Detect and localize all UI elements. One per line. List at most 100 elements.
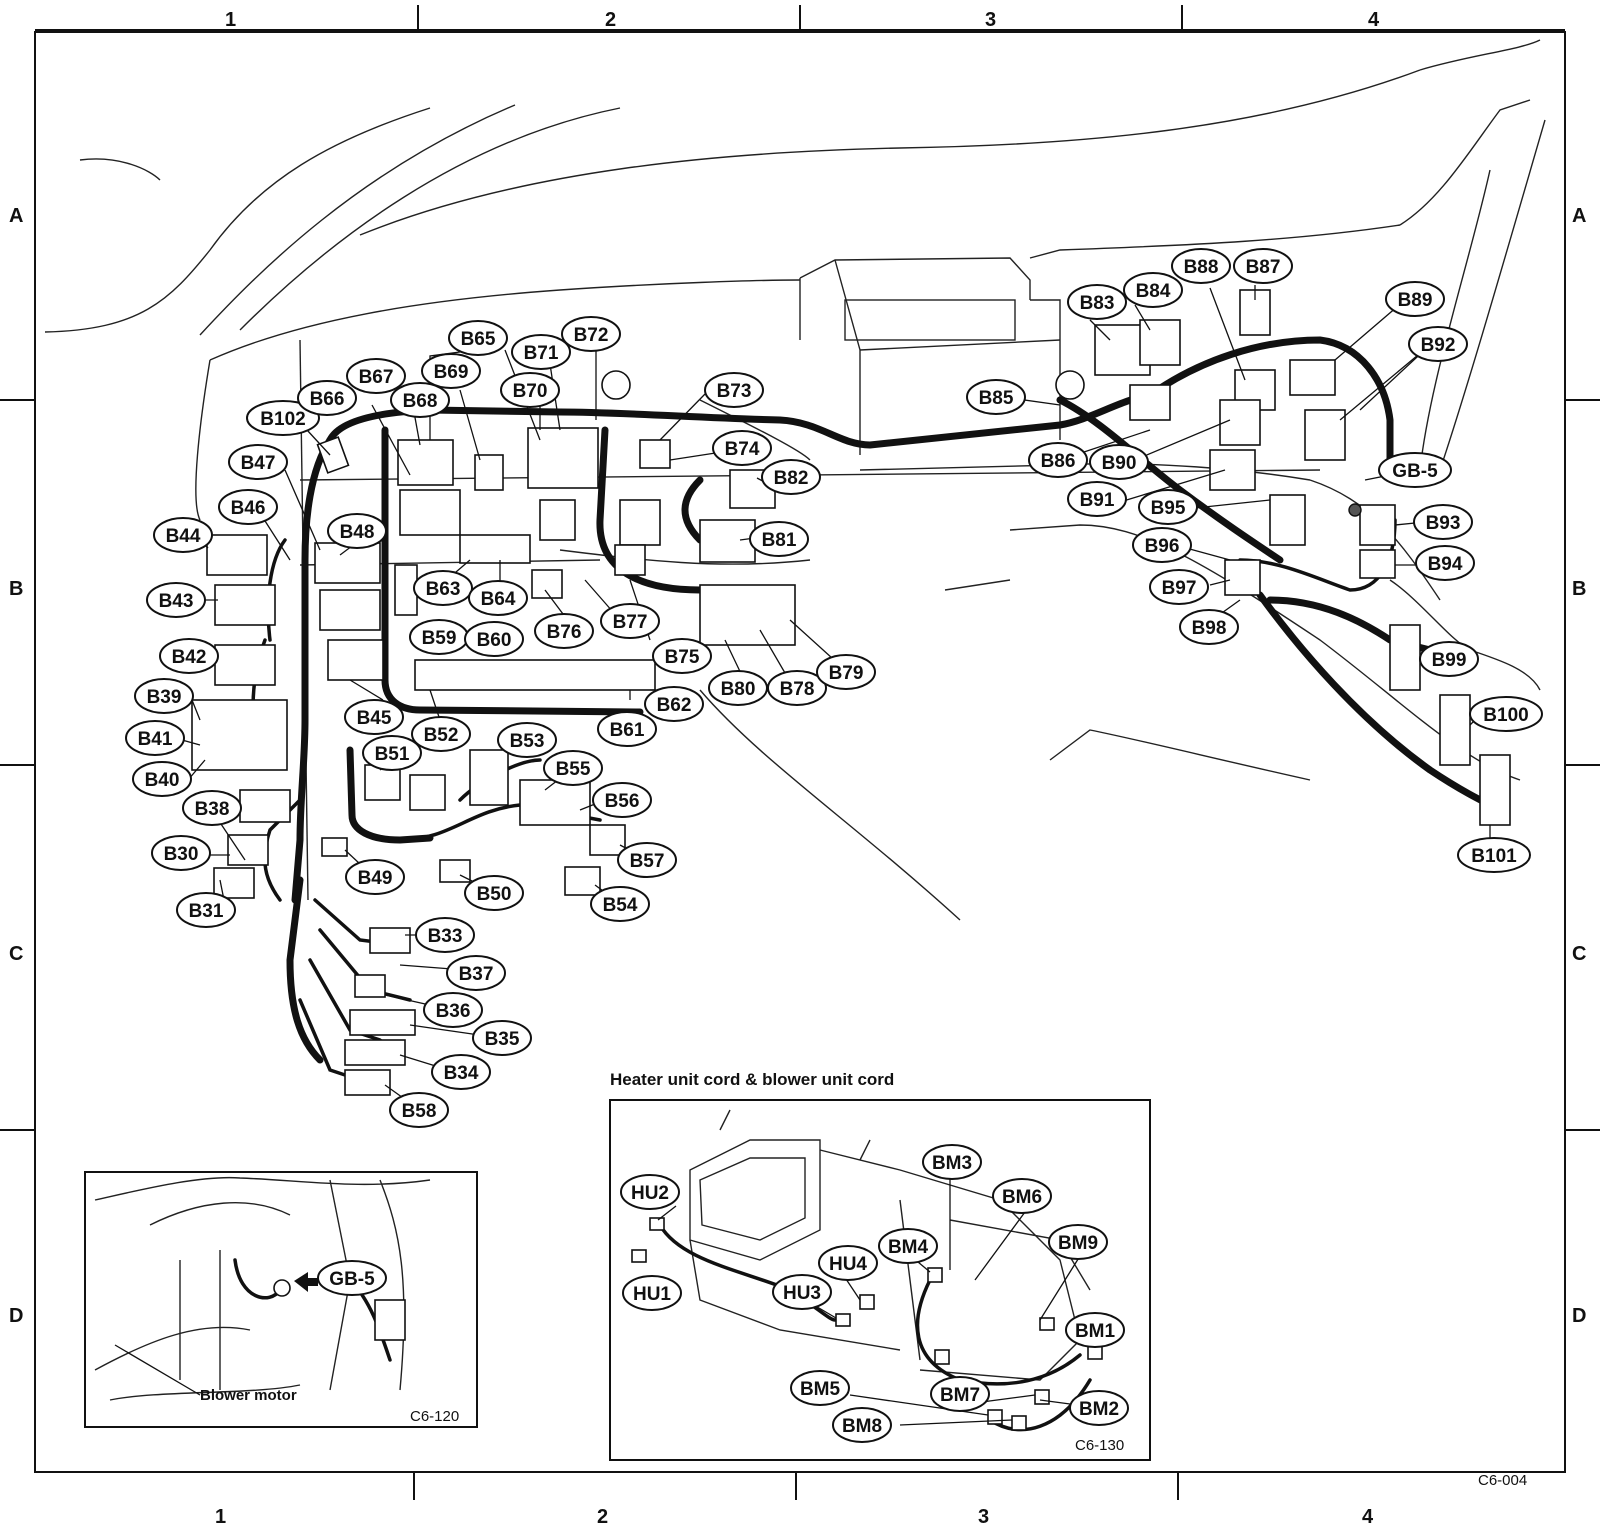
- connector-callout-b34: [431, 1054, 491, 1090]
- heater-connector-label-bm5: BM5: [800, 1379, 841, 1400]
- connector-callout-b62: [644, 686, 704, 722]
- connector-callout-b52: [411, 716, 471, 752]
- connector-callout-b31: [176, 892, 236, 928]
- grid-col-top-4: 4: [1368, 9, 1380, 31]
- connector-label-b68: B68: [403, 391, 438, 412]
- connector-label-b77: B77: [613, 612, 648, 633]
- connector-callout-b35: [472, 1020, 532, 1056]
- connector-label-b76: B76: [547, 622, 582, 643]
- connector-callout-b90: [1089, 444, 1149, 480]
- connector-label-b31: B31: [189, 901, 224, 922]
- connector-label-b30: B30: [164, 844, 199, 865]
- heater-connector-label-bm8: BM8: [842, 1416, 882, 1437]
- connector-label-b33: B33: [428, 926, 463, 947]
- connector-label-b80: B80: [721, 679, 756, 700]
- grid-col-bottom-4: 4: [1362, 1506, 1374, 1528]
- heater-connector-callout-bm8: [832, 1407, 892, 1443]
- connector-label-b34: B34: [444, 1063, 479, 1084]
- connector-callout-b89: [1385, 281, 1445, 317]
- connector-label-b58: B58: [402, 1101, 437, 1122]
- connector-callout-b78: [767, 670, 827, 706]
- connector-callout-b83: [1067, 284, 1127, 320]
- connector-callout-b71: [511, 334, 571, 370]
- figure-code: C6-004: [1478, 1472, 1527, 1489]
- connector-callout-b40: [132, 761, 192, 797]
- connector-callout-b63: [413, 570, 473, 606]
- connector-label-gb-5: GB-5: [1392, 461, 1438, 482]
- connector-label-b84: B84: [1136, 281, 1171, 302]
- connector-callout-b48: [327, 513, 387, 549]
- grid-col-top-3: 3: [985, 9, 996, 31]
- blower-inset-figure-code: C6-120: [410, 1408, 459, 1425]
- connector-callout-b101: [1457, 837, 1531, 873]
- connector-label-b49: B49: [358, 868, 393, 889]
- grid-row-left-B: B: [9, 578, 23, 600]
- connector-label-b92: B92: [1421, 335, 1456, 356]
- grid-col-top-2: 2: [605, 9, 616, 31]
- grid-row-right-C: C: [1572, 943, 1586, 965]
- connector-callout-b61: [597, 711, 657, 747]
- connector-callout-b64: [468, 580, 528, 616]
- connector-callout-b45: [344, 699, 404, 735]
- connector-callout-b50: [464, 875, 524, 911]
- connector-callout-b66: [297, 380, 357, 416]
- connector-label-b95: B95: [1151, 498, 1186, 519]
- connector-callout-b102: [246, 400, 320, 436]
- connector-callout-b67: [346, 358, 406, 394]
- connector-callout-b56: [592, 782, 652, 818]
- grid-row-left-D: D: [9, 1305, 23, 1327]
- connector-callout-gb-5: [1378, 452, 1452, 488]
- connector-callout-b98: [1179, 609, 1239, 645]
- connector-label-b60: B60: [477, 630, 512, 651]
- connector-callout-b92: [1408, 326, 1468, 362]
- connector-label-b96: B96: [1145, 536, 1180, 557]
- connector-label-b94: B94: [1428, 554, 1463, 575]
- connector-label-b57: B57: [630, 851, 665, 872]
- connector-callout-b42: [159, 638, 219, 674]
- connector-label-b39: B39: [147, 687, 182, 708]
- heater-connector-callout-bm4: [878, 1228, 938, 1264]
- connector-callout-b55: [543, 750, 603, 786]
- connector-label-b65: B65: [461, 329, 496, 350]
- connector-callout-b76: [534, 613, 594, 649]
- connector-label-b55: B55: [556, 759, 591, 780]
- connector-callout-b43: [146, 582, 206, 618]
- connector-callout-b30: [151, 835, 211, 871]
- heater-inset-figure-code: C6-130: [1075, 1437, 1124, 1454]
- connector-callout-b77: [600, 603, 660, 639]
- heater-connector-label-bm1: BM1: [1075, 1321, 1116, 1342]
- connector-callout-b46: [218, 489, 278, 525]
- connector-callout-b79: [816, 654, 876, 690]
- heater-connector-label-hu3: HU3: [783, 1283, 821, 1304]
- connector-callout-b75: [652, 638, 712, 674]
- heater-connector-label-bm3: BM3: [932, 1153, 972, 1174]
- connector-callout-b70: [500, 372, 560, 408]
- heater-unit-inset: [609, 1099, 1151, 1461]
- connector-callout-b82: [761, 459, 821, 495]
- heater-connector-callout-bm1: [1065, 1312, 1125, 1348]
- connector-callout-b74: [712, 430, 772, 466]
- connector-label-b86: B86: [1041, 451, 1076, 472]
- connector-callout-b57: [617, 842, 677, 878]
- heater-connector-callout-hu2: [620, 1174, 680, 1210]
- connector-callout-b47: [228, 444, 288, 480]
- grid-row-left-C: C: [9, 943, 23, 965]
- connector-callout-b38: [182, 790, 242, 826]
- heater-connector-callout-hu1: [622, 1275, 682, 1311]
- connector-label-b70: B70: [513, 381, 548, 402]
- heater-connector-label-hu4: HU4: [829, 1254, 867, 1275]
- heater-connector-label-hu1: HU1: [633, 1284, 671, 1305]
- connector-label-b83: B83: [1080, 293, 1115, 314]
- heater-connector-callout-bm5: [790, 1370, 850, 1406]
- connector-label-b40: B40: [145, 770, 180, 791]
- connector-callout-b54: [590, 886, 650, 922]
- connector-callout-b88: [1171, 248, 1231, 284]
- connector-label-b85: B85: [979, 388, 1014, 409]
- connector-label-b53: B53: [510, 731, 545, 752]
- heater-connector-label-hu2: HU2: [631, 1183, 669, 1204]
- connector-label-b62: B62: [657, 695, 692, 716]
- connector-label-b38: B38: [195, 799, 230, 820]
- connector-label-b64: B64: [481, 589, 516, 610]
- connector-label-b74: B74: [725, 439, 760, 460]
